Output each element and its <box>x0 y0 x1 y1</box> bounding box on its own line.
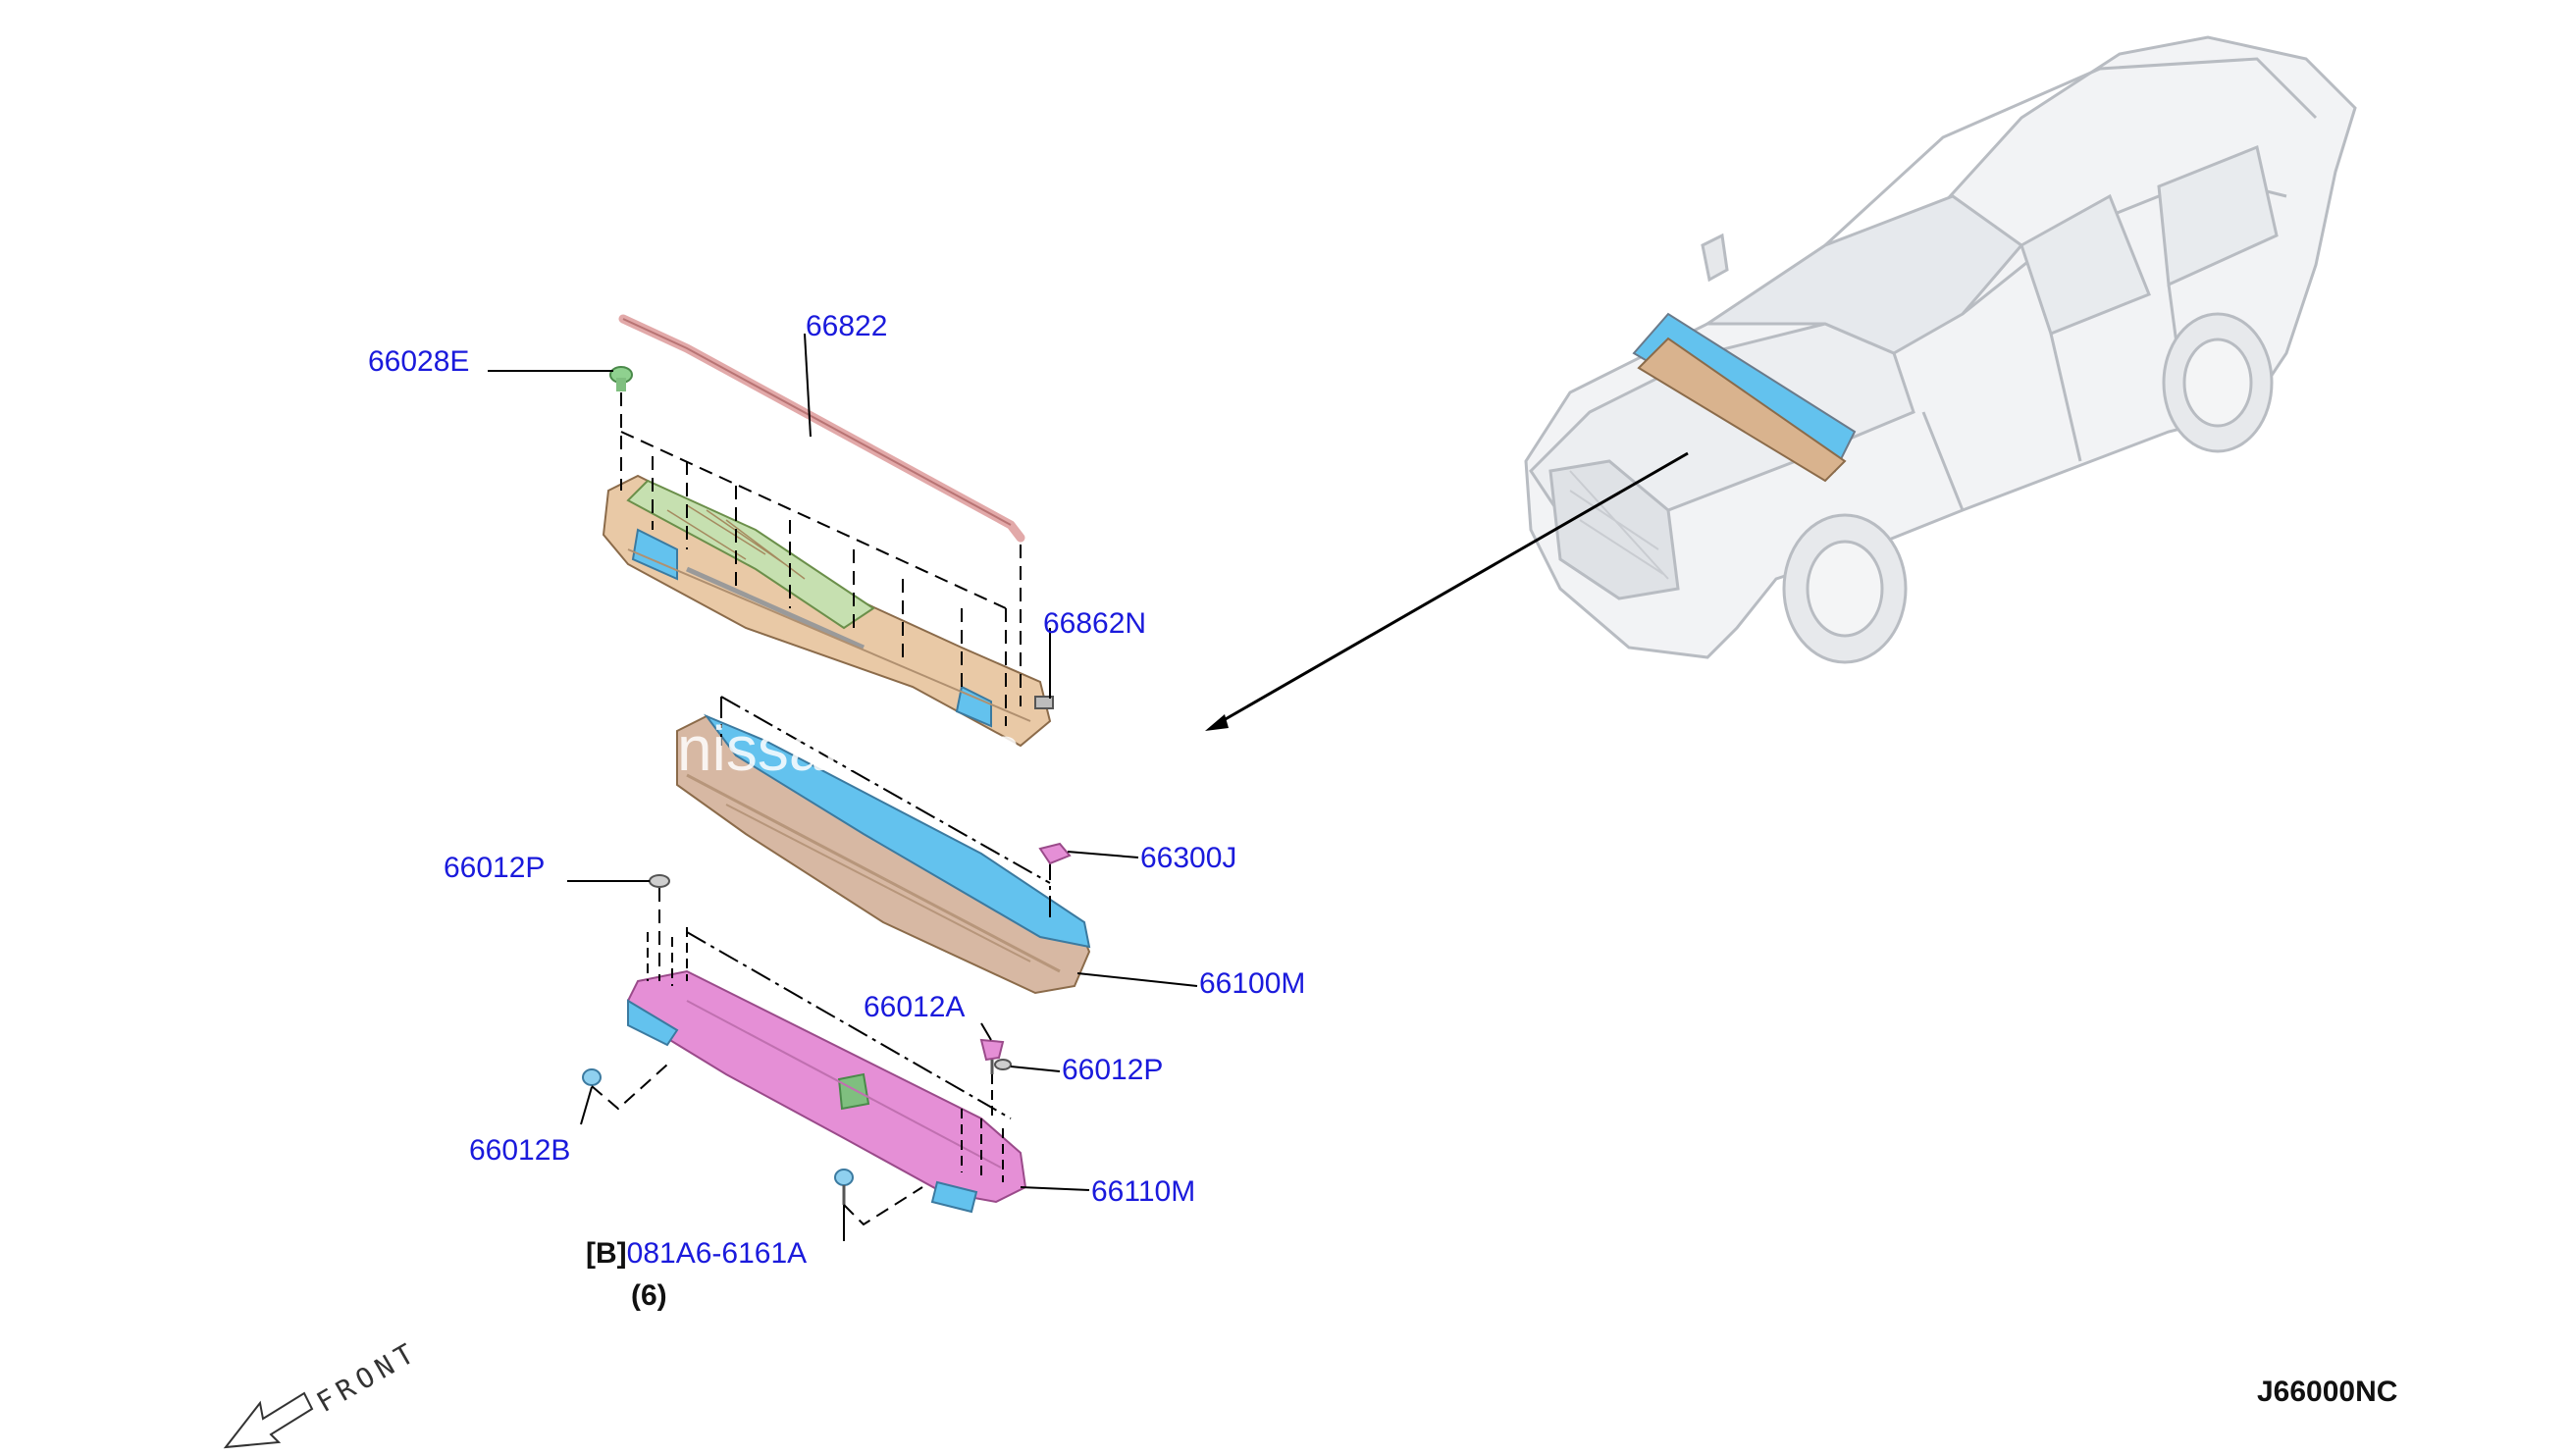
bolt-callout: [B]081A6-6161A <box>586 1237 807 1270</box>
bolt-081A6-6161A <box>834 1169 854 1205</box>
callout-66862N: 66862N <box>1043 607 1146 640</box>
callout-66012P-top: 66012P <box>444 852 545 884</box>
callout-66300J: 66300J <box>1140 842 1236 874</box>
alignment-lines-mid <box>720 696 1051 917</box>
bolt-quantity: (6) <box>631 1279 667 1312</box>
callout-66110M: 66110M <box>1091 1175 1195 1208</box>
cowl-top-grille <box>602 474 1052 748</box>
callout-66012A: 66012A <box>864 991 965 1023</box>
front-direction-indicator: FRONT <box>223 1334 424 1449</box>
alignment-lines-bottom <box>591 888 1012 1226</box>
callout-66822: 66822 <box>806 310 887 342</box>
clip-66028E <box>609 366 633 391</box>
bolt-part-number: 081A6-6161A <box>627 1237 808 1270</box>
bolt-prefix: [B] <box>586 1237 627 1270</box>
leader-lines <box>488 333 1198 1241</box>
callout-66012B: 66012B <box>469 1134 570 1167</box>
callout-66100M: 66100M <box>1199 967 1305 1000</box>
clip-66012B <box>582 1068 602 1086</box>
clip-66012A <box>979 1038 1005 1074</box>
cowl-lower-panel-66110M <box>626 969 1027 1214</box>
front-label: FRONT <box>311 1334 424 1419</box>
pointer-arrow <box>1205 451 1689 731</box>
cowl-reinforcement-66100M <box>676 713 1091 995</box>
vehicle-illustration <box>1524 35 2357 664</box>
clip-66012P-bottom <box>994 1059 1012 1070</box>
fastener-66862N <box>1034 696 1054 709</box>
clip-66012P-top <box>649 874 670 888</box>
diagram-code: J66000NC <box>2257 1376 2397 1408</box>
callout-66028E: 66028E <box>368 345 469 378</box>
watermark: nissan-parts <box>677 713 1020 784</box>
callout-66012P-bottom: 66012P <box>1062 1054 1163 1086</box>
alignment-lines-top <box>620 392 1022 726</box>
weatherstrip-66822 <box>618 314 1025 543</box>
seal-66300J <box>1038 842 1072 865</box>
